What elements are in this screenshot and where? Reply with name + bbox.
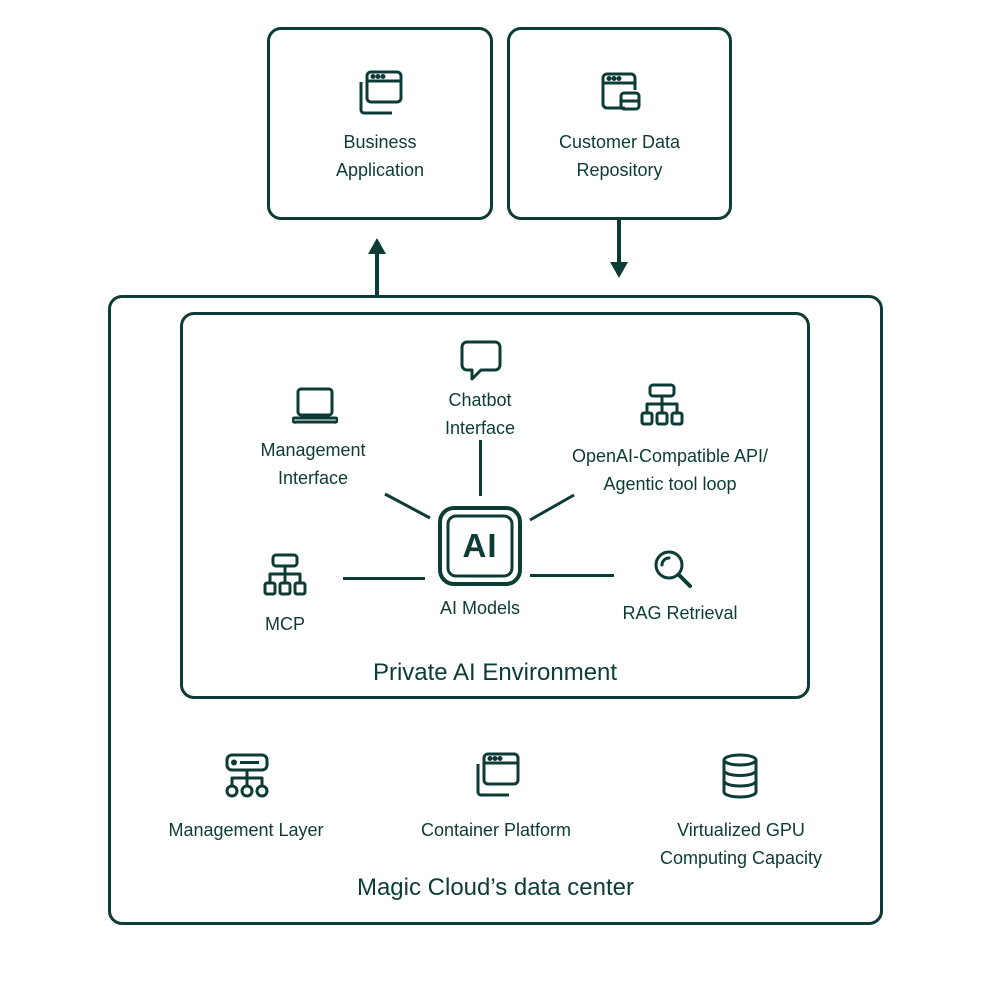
business-application-label: Business Application [335, 132, 425, 180]
openai-api-label: OpenAI-Compatible API/ Agentic tool loop [571, 446, 769, 494]
hierarchy-icon [262, 552, 308, 598]
hierarchy-icon [639, 382, 685, 428]
chat-bubble-icon [459, 339, 503, 383]
ai-badge-icon [437, 505, 523, 587]
private-ai-environment-box [180, 312, 810, 699]
mcp-label: MCP [265, 614, 305, 634]
laptop-icon [292, 386, 338, 426]
windows-stack-icon [356, 70, 404, 116]
ai-models-label: AI Models [439, 598, 521, 618]
windows-stack-icon [473, 752, 521, 798]
ai-badge-text: AI [462, 527, 498, 564]
connector-mcp [343, 577, 425, 580]
customer-data-repository-label: Customer Data Repository [558, 132, 681, 180]
connector-rag [530, 574, 614, 577]
server-network-icon [223, 752, 271, 800]
browser-database-icon [601, 72, 641, 112]
container-platform-label: Container Platform [420, 820, 572, 840]
data-center-title: Magic Cloud’s data center [356, 874, 635, 901]
connector-chatbot [479, 440, 482, 496]
connector-management-interface [383, 492, 433, 522]
magnifier-icon [652, 548, 694, 590]
customer-data-repository-box [507, 27, 732, 220]
database-icon [720, 753, 760, 799]
chatbot-interface-label: Chatbot Interface [444, 390, 516, 438]
management-interface-label: Management Interface [260, 440, 366, 488]
private-ai-environment-title: Private AI Environment [372, 659, 618, 686]
business-application-box [267, 27, 493, 220]
management-layer-label: Management Layer [168, 820, 324, 840]
virtualized-gpu-label: Virtualized GPU Computing Capacity [659, 820, 823, 868]
arrow-up-to-business-application [366, 236, 388, 298]
arrow-down-from-customer-repository [608, 220, 630, 280]
connector-openai-api [528, 492, 576, 522]
rag-retrieval-label: RAG Retrieval [622, 603, 738, 623]
